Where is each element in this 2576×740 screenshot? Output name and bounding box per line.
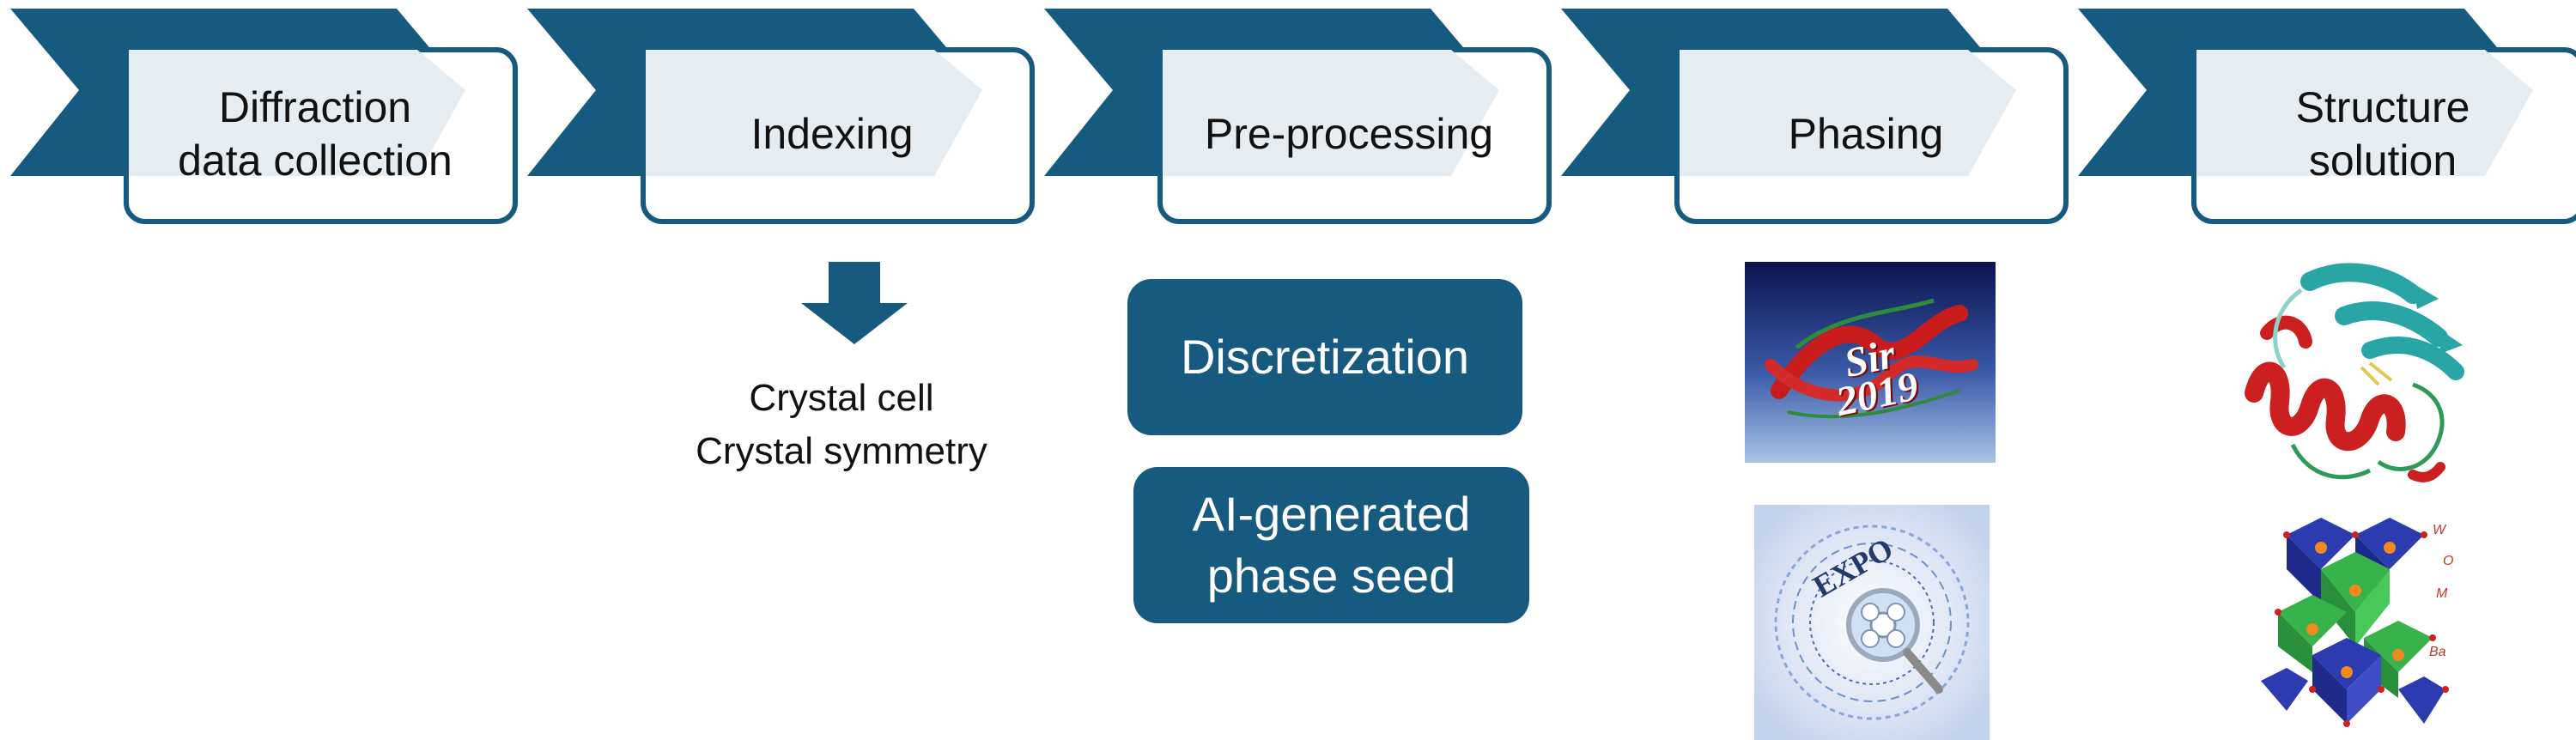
stage-label-preprocessing: Pre-processing xyxy=(1204,110,1494,158)
structure-label-ba: Ba xyxy=(2429,645,2446,659)
expo-logo-icon: EXPO xyxy=(1754,505,1990,740)
structure-label-m: M xyxy=(2436,586,2448,601)
down-arrow-icon xyxy=(801,262,908,344)
discretization-box: Discretization xyxy=(1127,279,1522,435)
stage-label-structure-solution: Structure solution xyxy=(2295,83,2470,185)
sir2019-logo-icon: Sir 2019 xyxy=(1745,262,1996,463)
structure-label-w: W xyxy=(2433,523,2446,537)
structure-label-o: O xyxy=(2443,554,2454,568)
stage-label-indexing: Indexing xyxy=(750,110,914,158)
indexing-caption: Crystal cell Crystal symmetry xyxy=(696,377,987,472)
inorganic-polyhedra-structure-icon: W O M Ba xyxy=(2261,518,2454,732)
protein-ribbon-structure-icon xyxy=(2245,263,2464,482)
stage-label-phasing: Phasing xyxy=(1788,110,1944,158)
stage-label-diffraction: Diffraction data collection xyxy=(178,83,453,185)
ai-phase-seed-box: AI-generated phase seed xyxy=(1133,467,1529,623)
